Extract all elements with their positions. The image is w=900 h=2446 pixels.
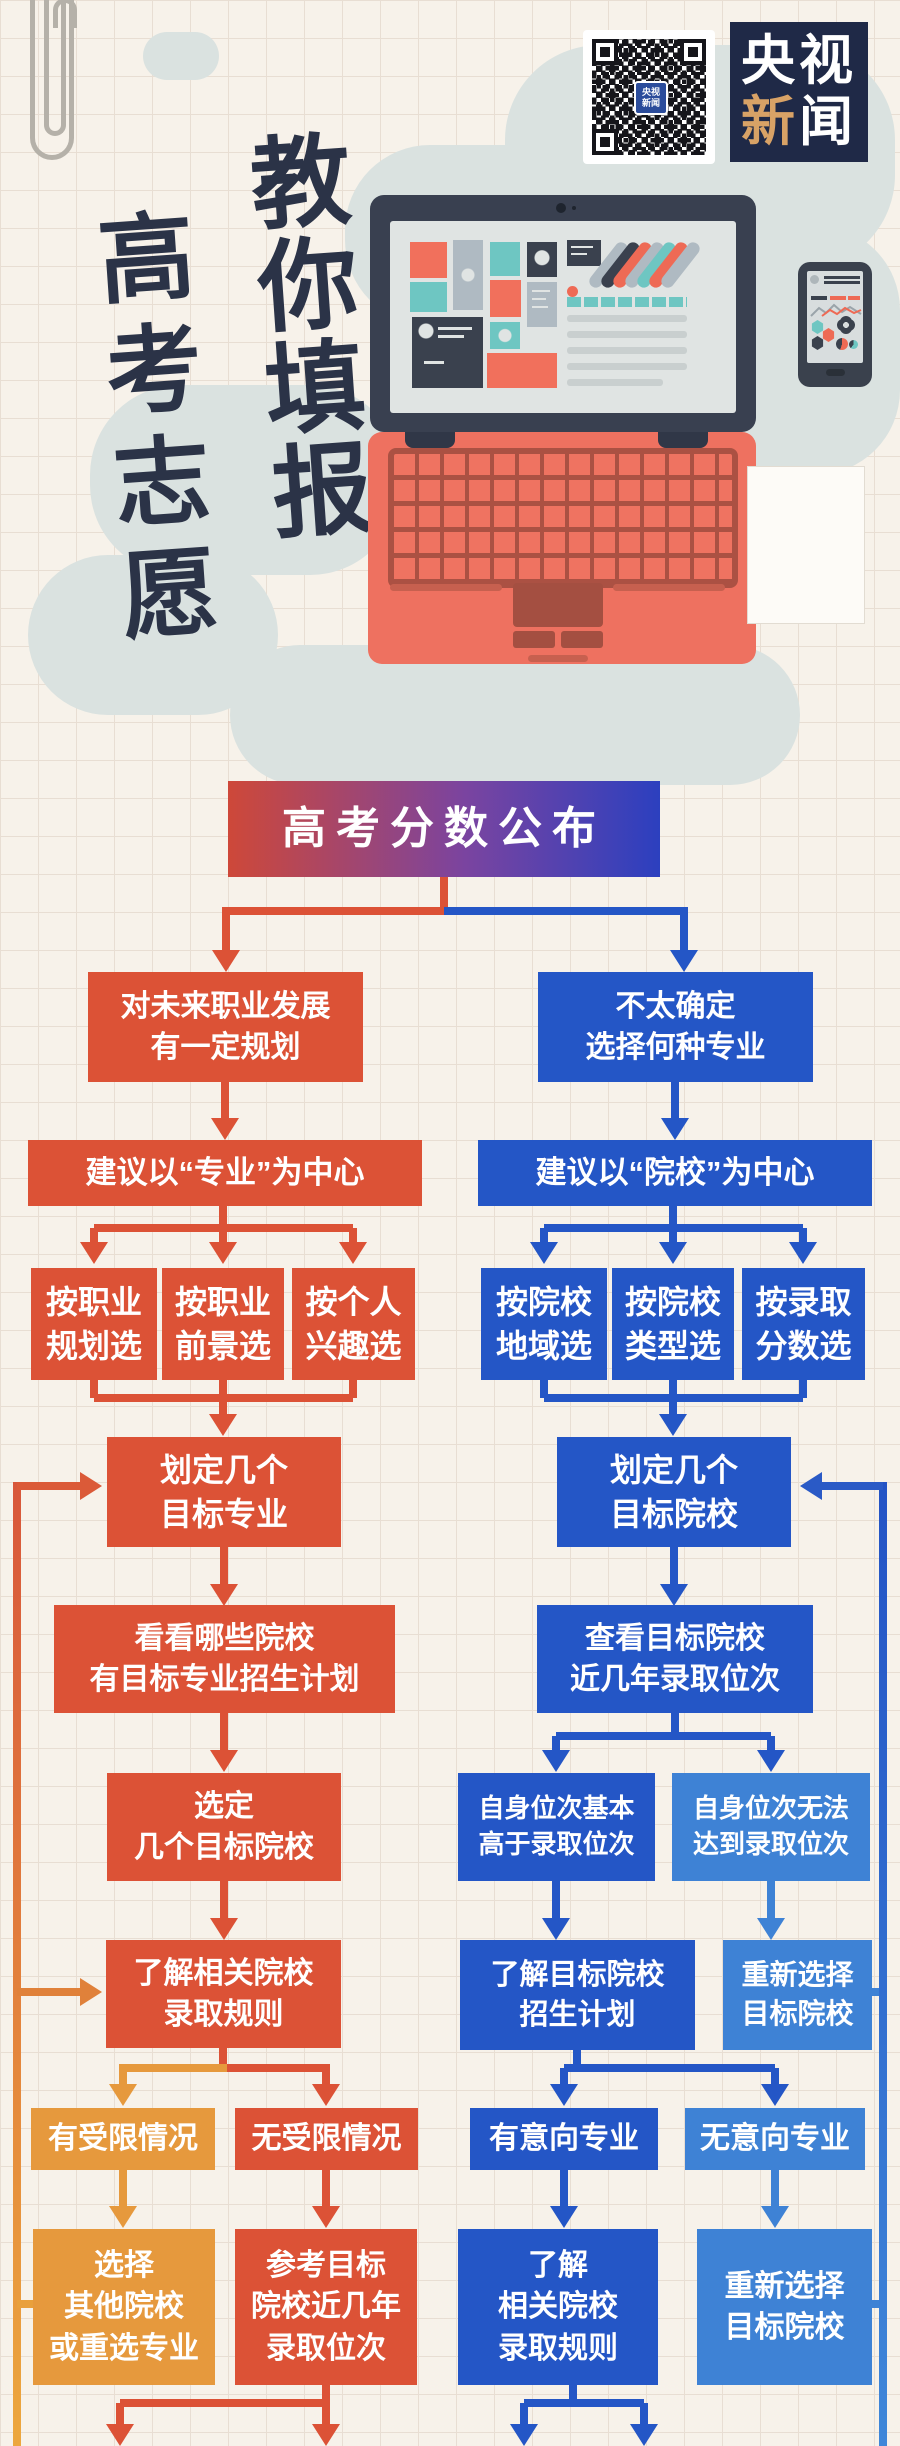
background-blob [230,645,800,785]
laptop-trackpad-button [513,631,555,648]
phone-header-line [824,276,860,279]
node-by-career-plan: 按职业 规划选 [31,1268,157,1380]
phone-bar [830,296,846,300]
screen-tile [410,242,447,278]
blue-arrowheads [510,950,817,2446]
red-connector-lines [90,877,448,2426]
brand-logo-top: 央视 [741,30,857,91]
laptop-notch [528,655,588,662]
brand-logo-wen: 闻 [799,92,857,152]
phone-mini-donut [836,338,848,350]
qr-finder [592,129,618,155]
phone-hex-icon [822,328,835,342]
orange-arrowheads [109,2084,137,2228]
screen-list-line [567,379,663,386]
node-right-advice: 建议以“院校”为中心 [478,1140,872,1206]
screen-tile [490,322,520,349]
screen-red-dot [567,286,578,297]
background-blob [90,385,400,575]
node-right-unsure: 不太确定 选择何种专业 [538,972,813,1082]
screen-list-line [567,347,687,354]
phone-home-button [826,369,845,376]
lightblue-arrowheads [757,1918,789,2228]
screen-tile [490,242,520,276]
laptop-webcam-icon [556,203,566,213]
node-by-career-prospect: 按职业 前景选 [162,1268,284,1380]
background-blob [143,32,219,80]
node-restricted: 有受限情况 [31,2108,215,2170]
laptop-hinge [658,432,708,448]
screen-tile [487,353,557,388]
node-choose-other: 选择 其他院校 或重选专业 [33,2229,215,2385]
node-unrestricted: 无受限情况 [235,2108,418,2170]
phone-header-line [824,281,860,284]
laptop-trackpad [513,583,603,627]
screen-tile [412,317,483,388]
feedback-loop-right [800,1472,887,2446]
phone-bar [848,296,860,300]
screen-tile [410,282,447,312]
screen-chart-panel [567,240,601,266]
node-by-type: 按院校 类型选 [612,1268,734,1380]
phone-hex-icon [811,336,824,350]
phone-gear-icon [839,318,853,332]
laptop-speaker-line [390,584,502,591]
laptop-trackpad-button [561,631,603,648]
node-by-interest: 按个人 兴趣选 [292,1268,415,1380]
laptop-keys [388,448,738,588]
node-has-major: 有意向专业 [470,2108,658,2170]
node-check-schools: 看看哪些院校 有目标专业招生计划 [54,1605,395,1713]
orange-connector-lines [119,2064,227,2208]
feedback-loop-left [13,1472,102,2446]
laptop-webcam-dot [572,206,576,210]
node-learn-rules-left: 了解相关院校 录取规则 [106,1940,341,2048]
chart-paper-illustration [747,466,865,624]
red-arrowheads [80,950,367,2446]
screen-tile [453,240,483,310]
node-set-schools: 划定几个 目标院校 [557,1437,791,1547]
node-by-score: 按录取 分数选 [742,1268,865,1380]
screen-tile [490,280,521,317]
brand-logo-xin: 新 [741,92,799,152]
phone-mini-donut [849,340,858,349]
phone-hex-icon [811,320,824,334]
node-left-plan: 对未来职业发展 有一定规划 [88,972,363,1082]
screen-list-line [567,331,687,338]
phone-mountain-chart [810,303,862,317]
node-start: 高考分数公布 [228,781,660,877]
qr-finder [680,39,706,65]
node-check-ranking: 查看目标院校 近几年录取位次 [537,1605,813,1713]
qr-finder [592,39,618,65]
laptop-speaker-line [613,584,725,591]
screen-segment-bar [567,297,687,307]
node-rechoose-bottom: 重新选择 目标院校 [697,2229,872,2385]
lightblue-connector-lines [767,1881,879,2308]
node-learn-plan: 了解目标院校 招生计划 [460,1940,695,2050]
brand-logo-bottom: 新闻 [741,92,857,153]
blue-connector-lines [444,907,807,2426]
qr-logo-line2: 新闻 [641,98,660,108]
qr-logo-line1: 央视 [641,87,660,98]
node-by-region: 按院校 地域选 [481,1268,607,1380]
screen-tile [527,242,557,277]
node-learn-rules-right: 了解 相关院校 录取规则 [458,2229,658,2385]
brand-logo: 央视 新闻 [730,22,868,162]
node-rank-below: 自身位次无法 达到录取位次 [672,1773,870,1881]
node-rechoose-top: 重新选择 目标院校 [723,1940,872,2050]
node-set-majors: 划定几个 目标专业 [107,1437,341,1547]
screen-list-line [567,315,687,322]
node-pick-schools: 选定 几个目标院校 [107,1773,341,1881]
laptop-hinge [405,432,455,448]
node-no-major: 无意向专业 [685,2108,865,2170]
screen-list-line [567,363,687,370]
qr-center-logo: 央视 新闻 [634,81,668,115]
phone-avatar-dot [810,275,819,284]
node-left-advice: 建议以“专业”为中心 [28,1140,422,1206]
screen-tile [527,282,557,327]
phone-bar [811,296,827,300]
node-rank-above: 自身位次基本 高于录取位次 [458,1773,655,1881]
node-refer-ranking: 参考目标 院校近几年 录取位次 [235,2229,417,2385]
